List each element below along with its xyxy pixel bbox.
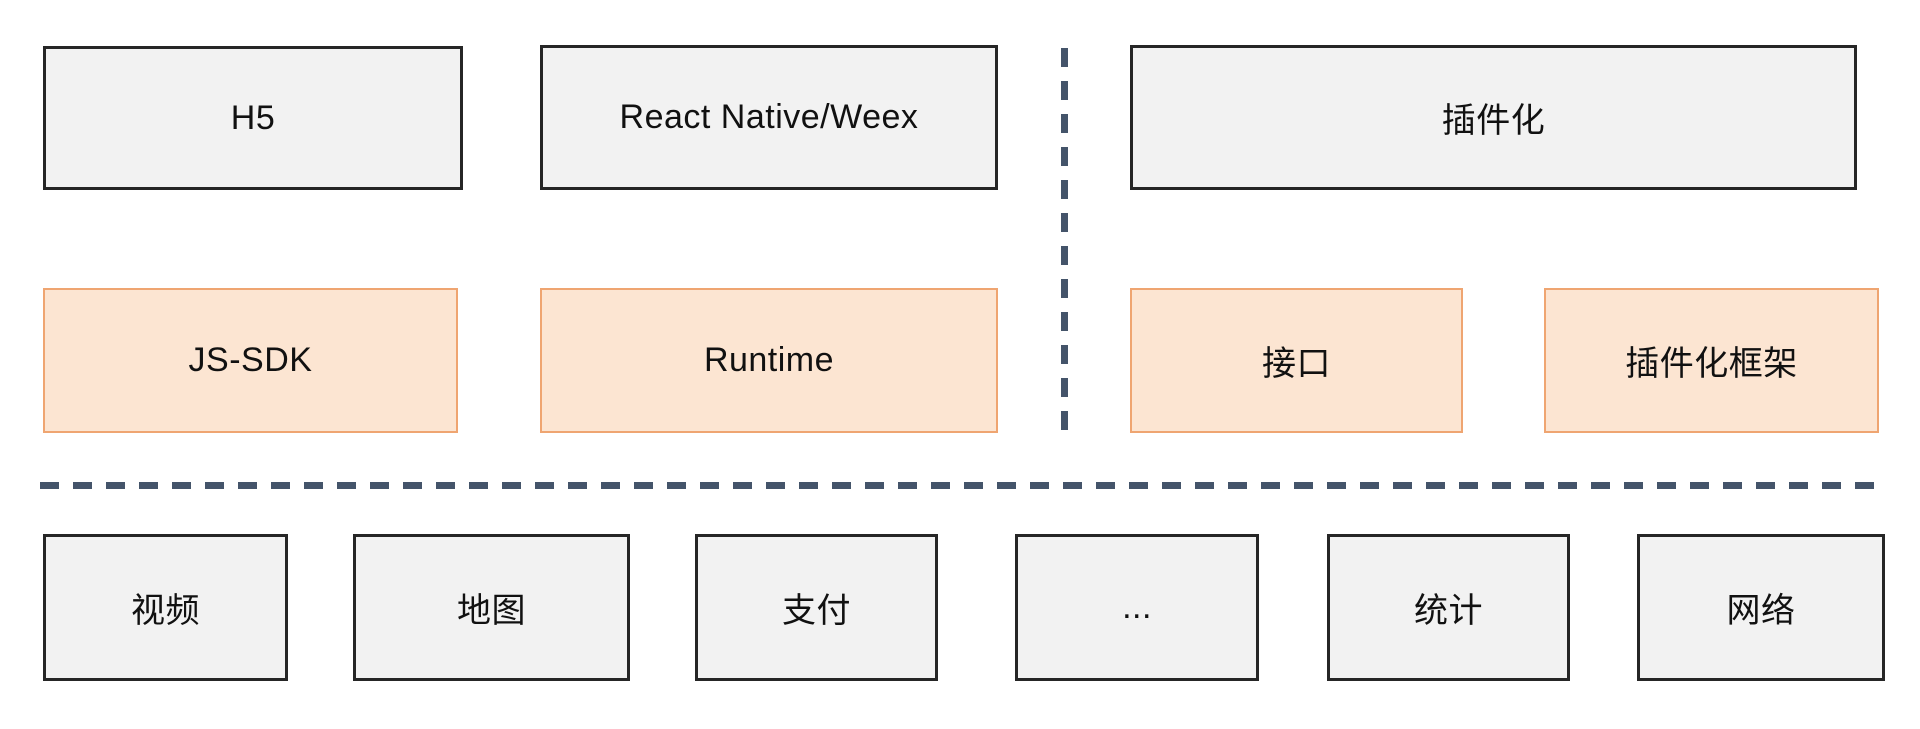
box-pluginization-label: 插件化	[1441, 103, 1546, 140]
box-plugin-framework: 插件化框架	[1544, 288, 1879, 433]
box-react-native-weex: React Native/Weex	[540, 45, 998, 190]
box-map-label: 地图	[457, 593, 526, 630]
box-interface-label: 接口	[1262, 346, 1331, 383]
horizontal-dashed-divider	[40, 482, 1885, 489]
box-pluginization: 插件化	[1130, 45, 1857, 190]
box-react-native-weex-label: React Native/Weex	[619, 98, 919, 136]
box-js-sdk: JS-SDK	[43, 288, 458, 433]
box-h5-label: H5	[230, 98, 276, 137]
box-ellipsis-label: ...	[1122, 588, 1152, 626]
box-runtime: Runtime	[540, 288, 998, 433]
vertical-dashed-divider	[1061, 48, 1068, 440]
box-interface: 接口	[1130, 288, 1463, 433]
box-runtime-label: Runtime	[703, 341, 835, 379]
box-payment-label: 支付	[782, 593, 851, 630]
box-h5: H5	[43, 46, 463, 190]
box-plugin-framework-label: 插件化框架	[1625, 346, 1798, 383]
box-payment: 支付	[695, 534, 938, 681]
box-network-label: 网络	[1726, 593, 1796, 630]
box-statistics-label: 统计	[1414, 593, 1483, 630]
box-video-label: 视频	[131, 593, 200, 630]
box-js-sdk-label: JS-SDK	[188, 341, 313, 379]
box-ellipsis: ...	[1015, 534, 1259, 681]
box-network: 网络	[1637, 534, 1885, 681]
box-video: 视频	[43, 534, 288, 681]
box-map: 地图	[353, 534, 630, 681]
box-statistics: 统计	[1327, 534, 1570, 681]
